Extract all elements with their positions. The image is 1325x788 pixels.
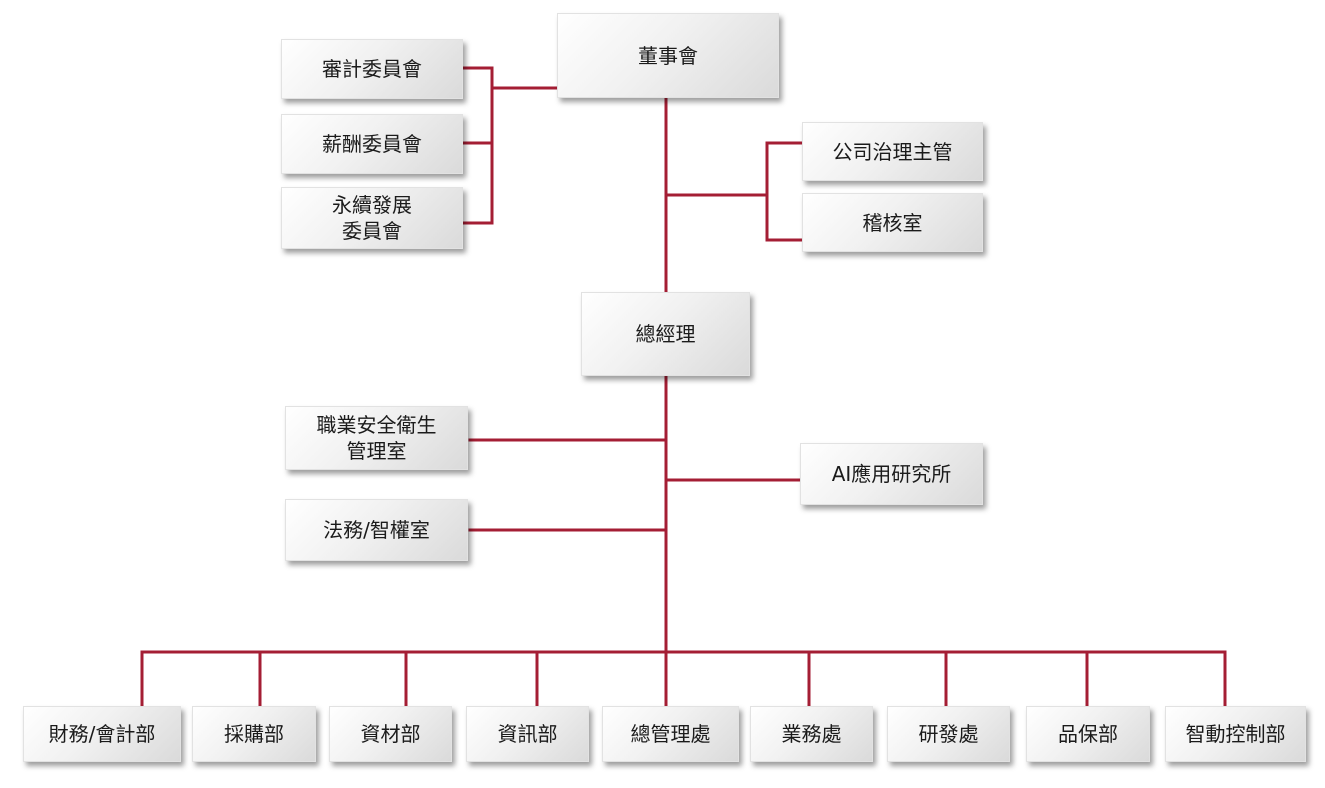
board-box: 董事會	[557, 13, 779, 98]
sustainability-committee-label: 永續發展 委員會	[332, 193, 412, 243]
department-label: 採購部	[224, 722, 284, 746]
safety-health-office-box: 職業安全衛生 管理室	[285, 406, 468, 470]
audit-committee-label: 審計委員會	[322, 57, 422, 81]
department-label: 智動控制部	[1185, 722, 1286, 746]
department-label: 資材部	[360, 722, 421, 746]
department-label: 品保部	[1058, 722, 1118, 746]
department-box: 採購部	[192, 706, 316, 762]
sustainability-committee-box: 永續發展 委員會	[281, 187, 463, 249]
ai-institute-label: AI應用研究所	[831, 462, 952, 486]
governance-officer-label: 公司治理主管	[832, 139, 953, 164]
internal-audit-box: 稽核室	[802, 193, 983, 252]
board-label: 董事會	[638, 43, 698, 68]
department-label: 業務處	[781, 722, 842, 746]
general-manager-box: 總經理	[581, 292, 750, 376]
department-box: 品保部	[1026, 706, 1150, 762]
department-label: 總管理處	[630, 722, 711, 746]
department-box: 資材部	[329, 706, 452, 762]
department-label: 財務/會計部	[48, 722, 156, 746]
general-manager-label: 總經理	[635, 322, 696, 346]
remuneration-committee-label: 薪酬委員會	[322, 132, 422, 156]
safety-health-office-label: 職業安全衛生 管理室	[316, 413, 437, 463]
department-box: 智動控制部	[1165, 706, 1306, 762]
department-box: 業務處	[750, 706, 873, 762]
audit-committee-box: 審計委員會	[281, 39, 463, 99]
department-box: 財務/會計部	[23, 706, 181, 762]
department-box: 總管理處	[602, 706, 739, 762]
department-label: 資訊部	[497, 722, 558, 746]
department-label: 研發處	[918, 722, 979, 746]
legal-ip-office-label: 法務/智權室	[323, 518, 430, 542]
department-box: 研發處	[887, 706, 1010, 762]
ai-institute-box: AI應用研究所	[800, 443, 983, 505]
governance-officer-box: 公司治理主管	[802, 122, 983, 181]
legal-ip-office-box: 法務/智權室	[285, 499, 468, 561]
department-box: 資訊部	[466, 706, 589, 762]
remuneration-committee-box: 薪酬委員會	[281, 114, 463, 174]
internal-audit-label: 稽核室	[862, 210, 923, 235]
